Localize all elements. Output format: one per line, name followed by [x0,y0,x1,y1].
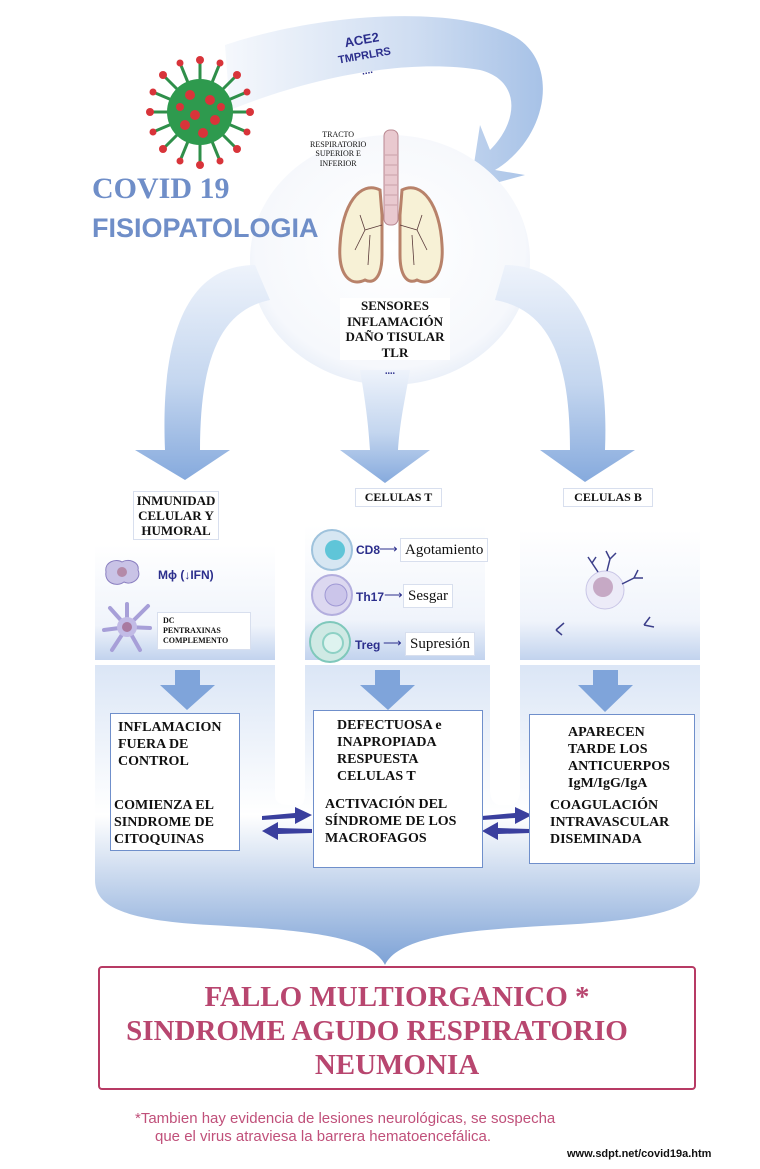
result-line: DISEMINADA [550,832,642,847]
outcome-box: FALLO MULTIORGANICO * SINDROME AGUDO RES… [98,966,696,1090]
respiratory-tract-label: TRACTO RESPIRATORIO SUPERIOR E INFERIOR [310,130,366,168]
result-bottom-celulas-b: COAGULACIÓN INTRAVASCULAR DISEMINADA [550,797,694,848]
lungs-icon [338,129,444,284]
sensors-label: SENSORES INFLAMACIÓN DAÑO TISULAR TLR [340,298,450,360]
arrow-to-inmunidad [135,265,270,480]
result-line: CELULAS T [337,769,416,784]
heading-inmunidad: INMUNIDAD CELULAR Y HUMORAL [133,491,219,540]
dendritic-cell-icon [102,602,152,652]
heading-celulas-t: CELULAS T [355,488,442,507]
result-bottom-celulas-t: ACTIVACIÓN DEL SÍNDROME DE LOS MACROFAGO… [325,796,482,847]
sensors-line: SENSORES [361,298,429,313]
result-box-celulas-b: APARECEN TARDE LOS ANTICUERPOS IgM/IgG/I… [529,714,695,864]
result-top-inmunidad: INFLAMACION FUERA DE CONTROL [118,719,239,770]
heading-line: HUMORAL [141,523,211,538]
result-bottom-inmunidad: COMIENZA EL SINDROME DE CITOQUINAS [114,797,239,848]
treg-outcome: Supresión [405,632,475,656]
footnote: *Tambien hay evidencia de lesiones neuro… [135,1110,555,1146]
dc-box: DC PENTRAXINAS COMPLEMENTO [157,612,251,650]
arrow-right-icon: ⟶ [383,635,402,650]
result-line: CITOQUINAS [114,832,204,847]
title-covid19: COVID 19 [92,172,230,205]
footnote-line: *Tambien hay evidencia de lesiones neuro… [135,1110,556,1127]
cd8-label: CD8 [356,543,381,557]
source-url[interactable]: www.sdpt.net/covid19a.htm [567,1148,712,1160]
cd8-cell-icon [311,529,353,571]
sensors-line: TLR [381,344,409,360]
th17-outcome: Sesgar [403,584,453,608]
heading-line: CELULAR Y [138,508,214,523]
entry-curved-arrow [225,16,543,191]
macrophage-label: Mϕ (↓IFN) [158,568,214,582]
bidirectional-arrows [262,807,532,840]
outcome-line-2: SINDROME AGUDO RESPIRATORIO [126,1015,628,1047]
tract-line: INFERIOR [319,158,357,168]
coronavirus-icon [146,56,254,169]
arrow-right-icon: ⟶ [379,541,398,556]
result-top-celulas-b: APARECEN TARDE LOS ANTICUERPOS IgM/IgG/I… [568,724,694,792]
dc-line: DC [163,616,175,625]
treg-label: Treg [355,638,381,652]
outcome-line-1: FALLO MULTIORGANICO * [204,981,590,1013]
result-line: COMIENZA EL [114,798,214,813]
result-box-inmunidad: INFLAMACION FUERA DE CONTROL COMIENZA EL… [110,713,240,851]
title-fisiopatologia: FISIOPATOLOGIA [92,213,319,243]
result-line: INTRAVASCULAR [550,815,670,830]
receptor-list: ACE2 TMPRLRS .... [334,28,395,85]
result-line: CONTROL [118,754,189,769]
result-line: SINDROME DE [114,815,214,830]
result-line: APARECEN [568,725,645,740]
tract-line: RESPIRATORIO [310,139,367,149]
result-line: MACROFAGOS [325,831,427,846]
result-top-celulas-t: DEFECTUOSA e INAPROPIADA RESPUESTA CELUL… [337,717,482,785]
tract-line: TRACTO [322,130,355,139]
th17-cell-icon [311,574,353,616]
heading-line: INMUNIDAD [136,493,216,508]
result-line: INAPROPIADA [337,735,437,750]
dc-line: PENTRAXINAS [163,626,221,635]
footnote-line: que el virus atraviesa la barrera hemato… [155,1128,492,1145]
result-line: INFLAMACION [118,720,222,735]
sensors-line: DAÑO TISULAR [345,329,445,344]
result-line: SÍNDROME DE LOS [325,814,457,829]
arrow-to-celulas-t [340,370,430,483]
b-cell-icon [555,550,655,636]
arrow-right-icon: ⟶ [384,587,403,602]
th17-label: Th17 [356,590,385,604]
result-line: IgM/IgG/IgA [568,776,648,791]
result-line: TARDE LOS [568,742,648,757]
result-line: FUERA DE [118,737,189,752]
arrow-to-celulas-b [495,265,635,482]
treg-cell-icon [309,621,351,663]
tract-line: SUPERIOR E [315,149,361,158]
sensors-ellipsis: .... [385,366,395,377]
result-line: RESPUESTA [337,752,419,767]
result-line: DEFECTUOSA e [337,718,442,733]
dc-line: COMPLEMENTO [163,636,229,645]
macrophage-icon [105,559,140,585]
cd8-outcome: Agotamiento [400,538,489,562]
heading-celulas-b: CELULAS B [563,488,653,507]
result-line: ANTICUERPOS [568,759,670,774]
result-line: COAGULACIÓN [550,798,659,813]
result-line: ACTIVACIÓN DEL [325,797,448,812]
small-down-arrows [160,670,633,712]
result-box-celulas-t: DEFECTUOSA e INAPROPIADA RESPUESTA CELUL… [313,710,483,868]
sensors-line: INFLAMACIÓN [346,313,444,329]
central-cloud [250,135,530,385]
outcome-line-3: NEUMONIA [314,1049,480,1081]
